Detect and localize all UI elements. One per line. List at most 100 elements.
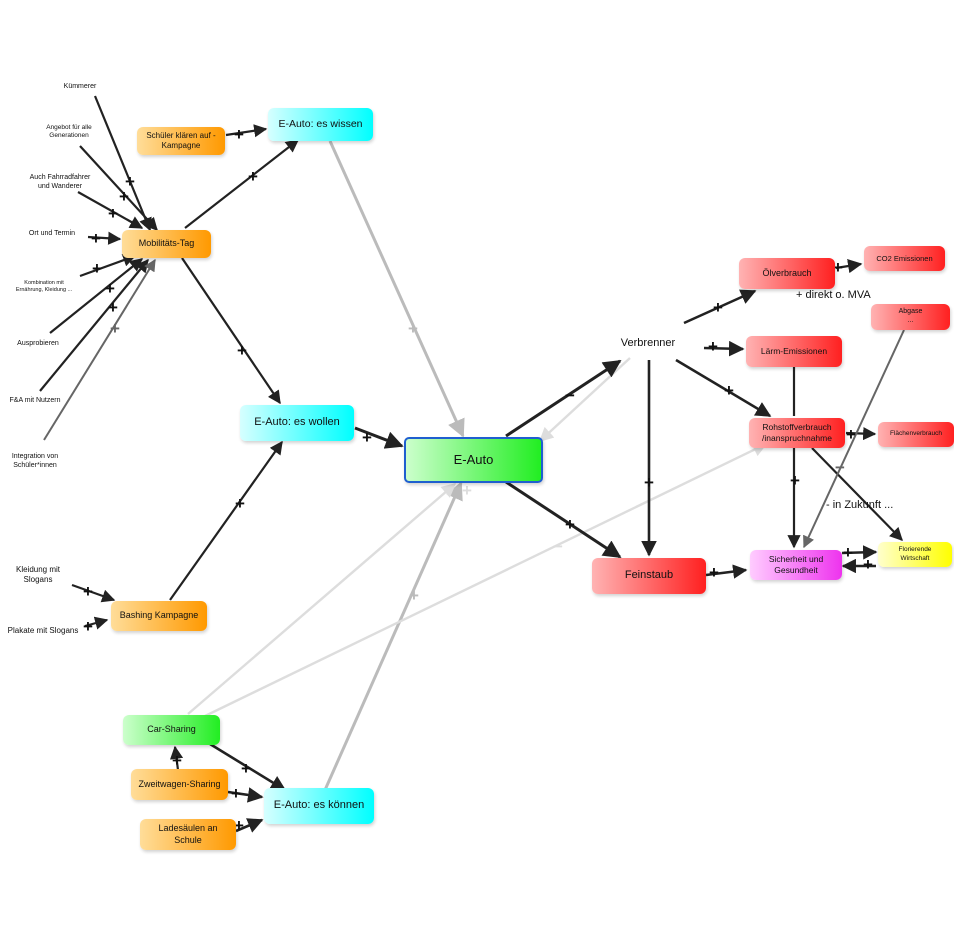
link-rohstoff-flaechen bbox=[845, 426, 877, 441]
sign-ort-termin: + bbox=[91, 229, 101, 248]
link-abgase-sicherheit bbox=[803, 329, 905, 549]
link-car-sharing-sicherheit bbox=[204, 442, 768, 718]
sign-car-sharing-es-koennen: + bbox=[241, 759, 251, 778]
link-verbrenner-oelverbrauch bbox=[683, 289, 757, 325]
node-fahrradfahrer[interactable]: Auch Fahrradfahrer und Wanderer bbox=[29, 174, 91, 191]
sign-kuemmerer: + bbox=[125, 172, 135, 191]
node-mobilitaets-tag[interactable]: Mobilitäts-Tag bbox=[122, 230, 211, 258]
sign-es-wissen-e-auto: + bbox=[408, 319, 418, 338]
sign-verbrenner-oelverbrauch: + bbox=[713, 298, 723, 317]
sign-sicherheit-florierende: + bbox=[843, 543, 853, 562]
annotation-in-zukunft: - in Zukunft ... bbox=[826, 499, 894, 511]
link-ladesaeulen-es-koennen bbox=[235, 818, 264, 833]
link-verbrenner-laerm bbox=[703, 340, 745, 357]
link-fa-nutzern-mobilitaets-tag bbox=[39, 258, 149, 392]
sign-ladesaeulen-es-koennen: + bbox=[234, 816, 244, 835]
sign-bashing-es-wollen: + bbox=[235, 494, 245, 513]
sign-rohstoff-sicherheit: + bbox=[790, 471, 800, 490]
node-es-koennen[interactable]: E-Auto: es können bbox=[264, 788, 374, 824]
node-oelverbrauch[interactable]: Ölverbrauch bbox=[739, 258, 835, 289]
sign-kleidung: + bbox=[83, 582, 93, 601]
node-e-auto[interactable]: E-Auto bbox=[404, 437, 543, 483]
link-mobilitaets-tag-es-wollen bbox=[181, 257, 281, 405]
sign-verbrenner-laerm: + bbox=[708, 337, 718, 356]
link-plakate-bashing bbox=[84, 616, 109, 630]
sign-car-sharing-e-auto: + bbox=[462, 481, 472, 500]
sign-integration: + bbox=[110, 319, 120, 338]
sign-mobilitaets-es-wollen: + bbox=[237, 341, 247, 360]
link-car-sharing-e-auto bbox=[187, 483, 457, 715]
link-feinstaub-sicherheit bbox=[705, 564, 748, 579]
link-bashing-es-wollen bbox=[169, 440, 283, 601]
sign-fahrradfahrer: + bbox=[108, 204, 118, 223]
link-zweitwagen-es-koennen bbox=[227, 787, 264, 803]
node-florierende[interactable]: Florierende Wirtschaft bbox=[878, 542, 952, 567]
node-car-sharing[interactable]: Car-Sharing bbox=[123, 715, 220, 745]
link-fahrradfahrer-mobilitaets-tag bbox=[77, 191, 144, 229]
link-integration-mobilitaets-tag bbox=[43, 258, 156, 441]
node-laerm[interactable]: Lärm-Emissionen bbox=[746, 336, 842, 367]
link-car-sharing-es-koennen bbox=[209, 742, 287, 792]
link-e-auto-verbrenner bbox=[505, 359, 622, 438]
node-abgase[interactable]: Abgase ... bbox=[871, 304, 950, 330]
node-ladesaeulen[interactable]: Ladesäulen an Schule bbox=[140, 819, 236, 850]
sign-e-auto-verbrenner: − bbox=[565, 386, 575, 405]
node-co2[interactable]: CO2 Emissionen bbox=[864, 246, 945, 271]
link-sicherheit-florierende bbox=[841, 545, 878, 560]
node-rohstoff[interactable]: Rohstoffverbrauch /inanspruchnahme bbox=[749, 418, 845, 448]
node-fa-nutzern[interactable]: F&A mit Nutzern bbox=[9, 397, 61, 404]
node-ort-termin[interactable]: Ort und Termin bbox=[28, 230, 76, 237]
link-ausprobieren-mobilitaets-tag bbox=[49, 258, 144, 334]
sign-schueler-kampagne: + bbox=[234, 125, 244, 144]
link-angebot-mobilitaets-tag bbox=[79, 145, 158, 231]
node-flaechen[interactable]: Flächenverbrauch bbox=[878, 422, 954, 447]
sign-zweitwagen-es-koennen: + bbox=[231, 784, 241, 803]
link-oelverbrauch-co2 bbox=[835, 258, 863, 274]
node-sicherheit[interactable]: Sicherheit und Gesundheit bbox=[750, 550, 842, 580]
node-kleidung[interactable]: Kleidung mit Slogans bbox=[15, 565, 61, 585]
node-es-wollen[interactable]: E-Auto: es wollen bbox=[240, 405, 354, 441]
sign-car-sharing-sicherheit: − bbox=[553, 537, 563, 556]
sign-es-wollen-e-auto: + bbox=[362, 428, 372, 447]
node-plakate[interactable]: Plakate mit Slogans bbox=[7, 626, 79, 635]
sign-zweitwagen-car-sharing: + bbox=[172, 751, 182, 770]
link-e-auto-feinstaub bbox=[505, 480, 622, 559]
sign-rohstoff-flaechen: + bbox=[846, 425, 856, 444]
link-verbrenner-rohstoff bbox=[675, 358, 772, 418]
sign-es-koennen-e-auto: + bbox=[409, 586, 419, 605]
sign-kombination: + bbox=[92, 259, 102, 278]
sign-e-auto-feinstaub: + bbox=[565, 515, 575, 534]
link-rohstoff-florierende bbox=[811, 447, 903, 541]
link-es-koennen-e-auto bbox=[323, 481, 463, 791]
node-angebot[interactable]: Angebot für alle Generationen bbox=[46, 124, 92, 140]
sign-verbrenner-feinstaub: + bbox=[644, 473, 654, 492]
sign-angebot: + bbox=[119, 187, 129, 206]
sign-abgase-sicherheit: − bbox=[835, 458, 845, 477]
annotation-direkt-mva: + direkt o. MVA bbox=[796, 289, 871, 301]
node-zweitwagen[interactable]: Zweitwagen-Sharing bbox=[131, 769, 228, 800]
link-kleidung-bashing bbox=[71, 583, 116, 603]
link-zweitwagen-car-sharing bbox=[169, 745, 184, 771]
node-es-wissen[interactable]: E-Auto: es wissen bbox=[268, 108, 373, 141]
node-bashing[interactable]: Bashing Kampagne bbox=[111, 601, 207, 631]
link-verbrenner-e-auto bbox=[538, 357, 631, 442]
node-integration[interactable]: Integration von Schüler*innen bbox=[11, 453, 59, 470]
link-es-wollen-e-auto bbox=[354, 426, 404, 449]
node-kuemmerer[interactable]: Kümmerer bbox=[63, 83, 97, 90]
link-ort-termin-mobilitaets-tag bbox=[87, 231, 122, 245]
node-schueler-kampagne[interactable]: Schüler klären auf - Kampagne bbox=[137, 127, 225, 155]
sign-verbrenner-rohstoff: + bbox=[724, 381, 734, 400]
sign-florierende-sicherheit: + bbox=[863, 555, 873, 574]
link-kuemmerer-mobilitaets-tag bbox=[93, 95, 152, 232]
node-ausprobieren[interactable]: Ausprobieren bbox=[17, 340, 59, 347]
sign-ausprobieren: + bbox=[105, 279, 115, 298]
node-kombination[interactable]: Kombination mit Ernährung, Kleidung ... bbox=[15, 280, 73, 294]
link-mobilitaets-tag-es-wissen bbox=[184, 139, 300, 229]
node-feinstaub[interactable]: Feinstaub bbox=[592, 558, 706, 594]
node-verbrenner[interactable]: Verbrenner bbox=[620, 337, 676, 349]
sign-plakate: + bbox=[83, 617, 93, 636]
link-schueler-kampagne-es-wissen bbox=[225, 124, 268, 138]
link-es-wissen-e-auto bbox=[328, 140, 465, 438]
sign-oelverbrauch-co2: + bbox=[833, 258, 843, 277]
